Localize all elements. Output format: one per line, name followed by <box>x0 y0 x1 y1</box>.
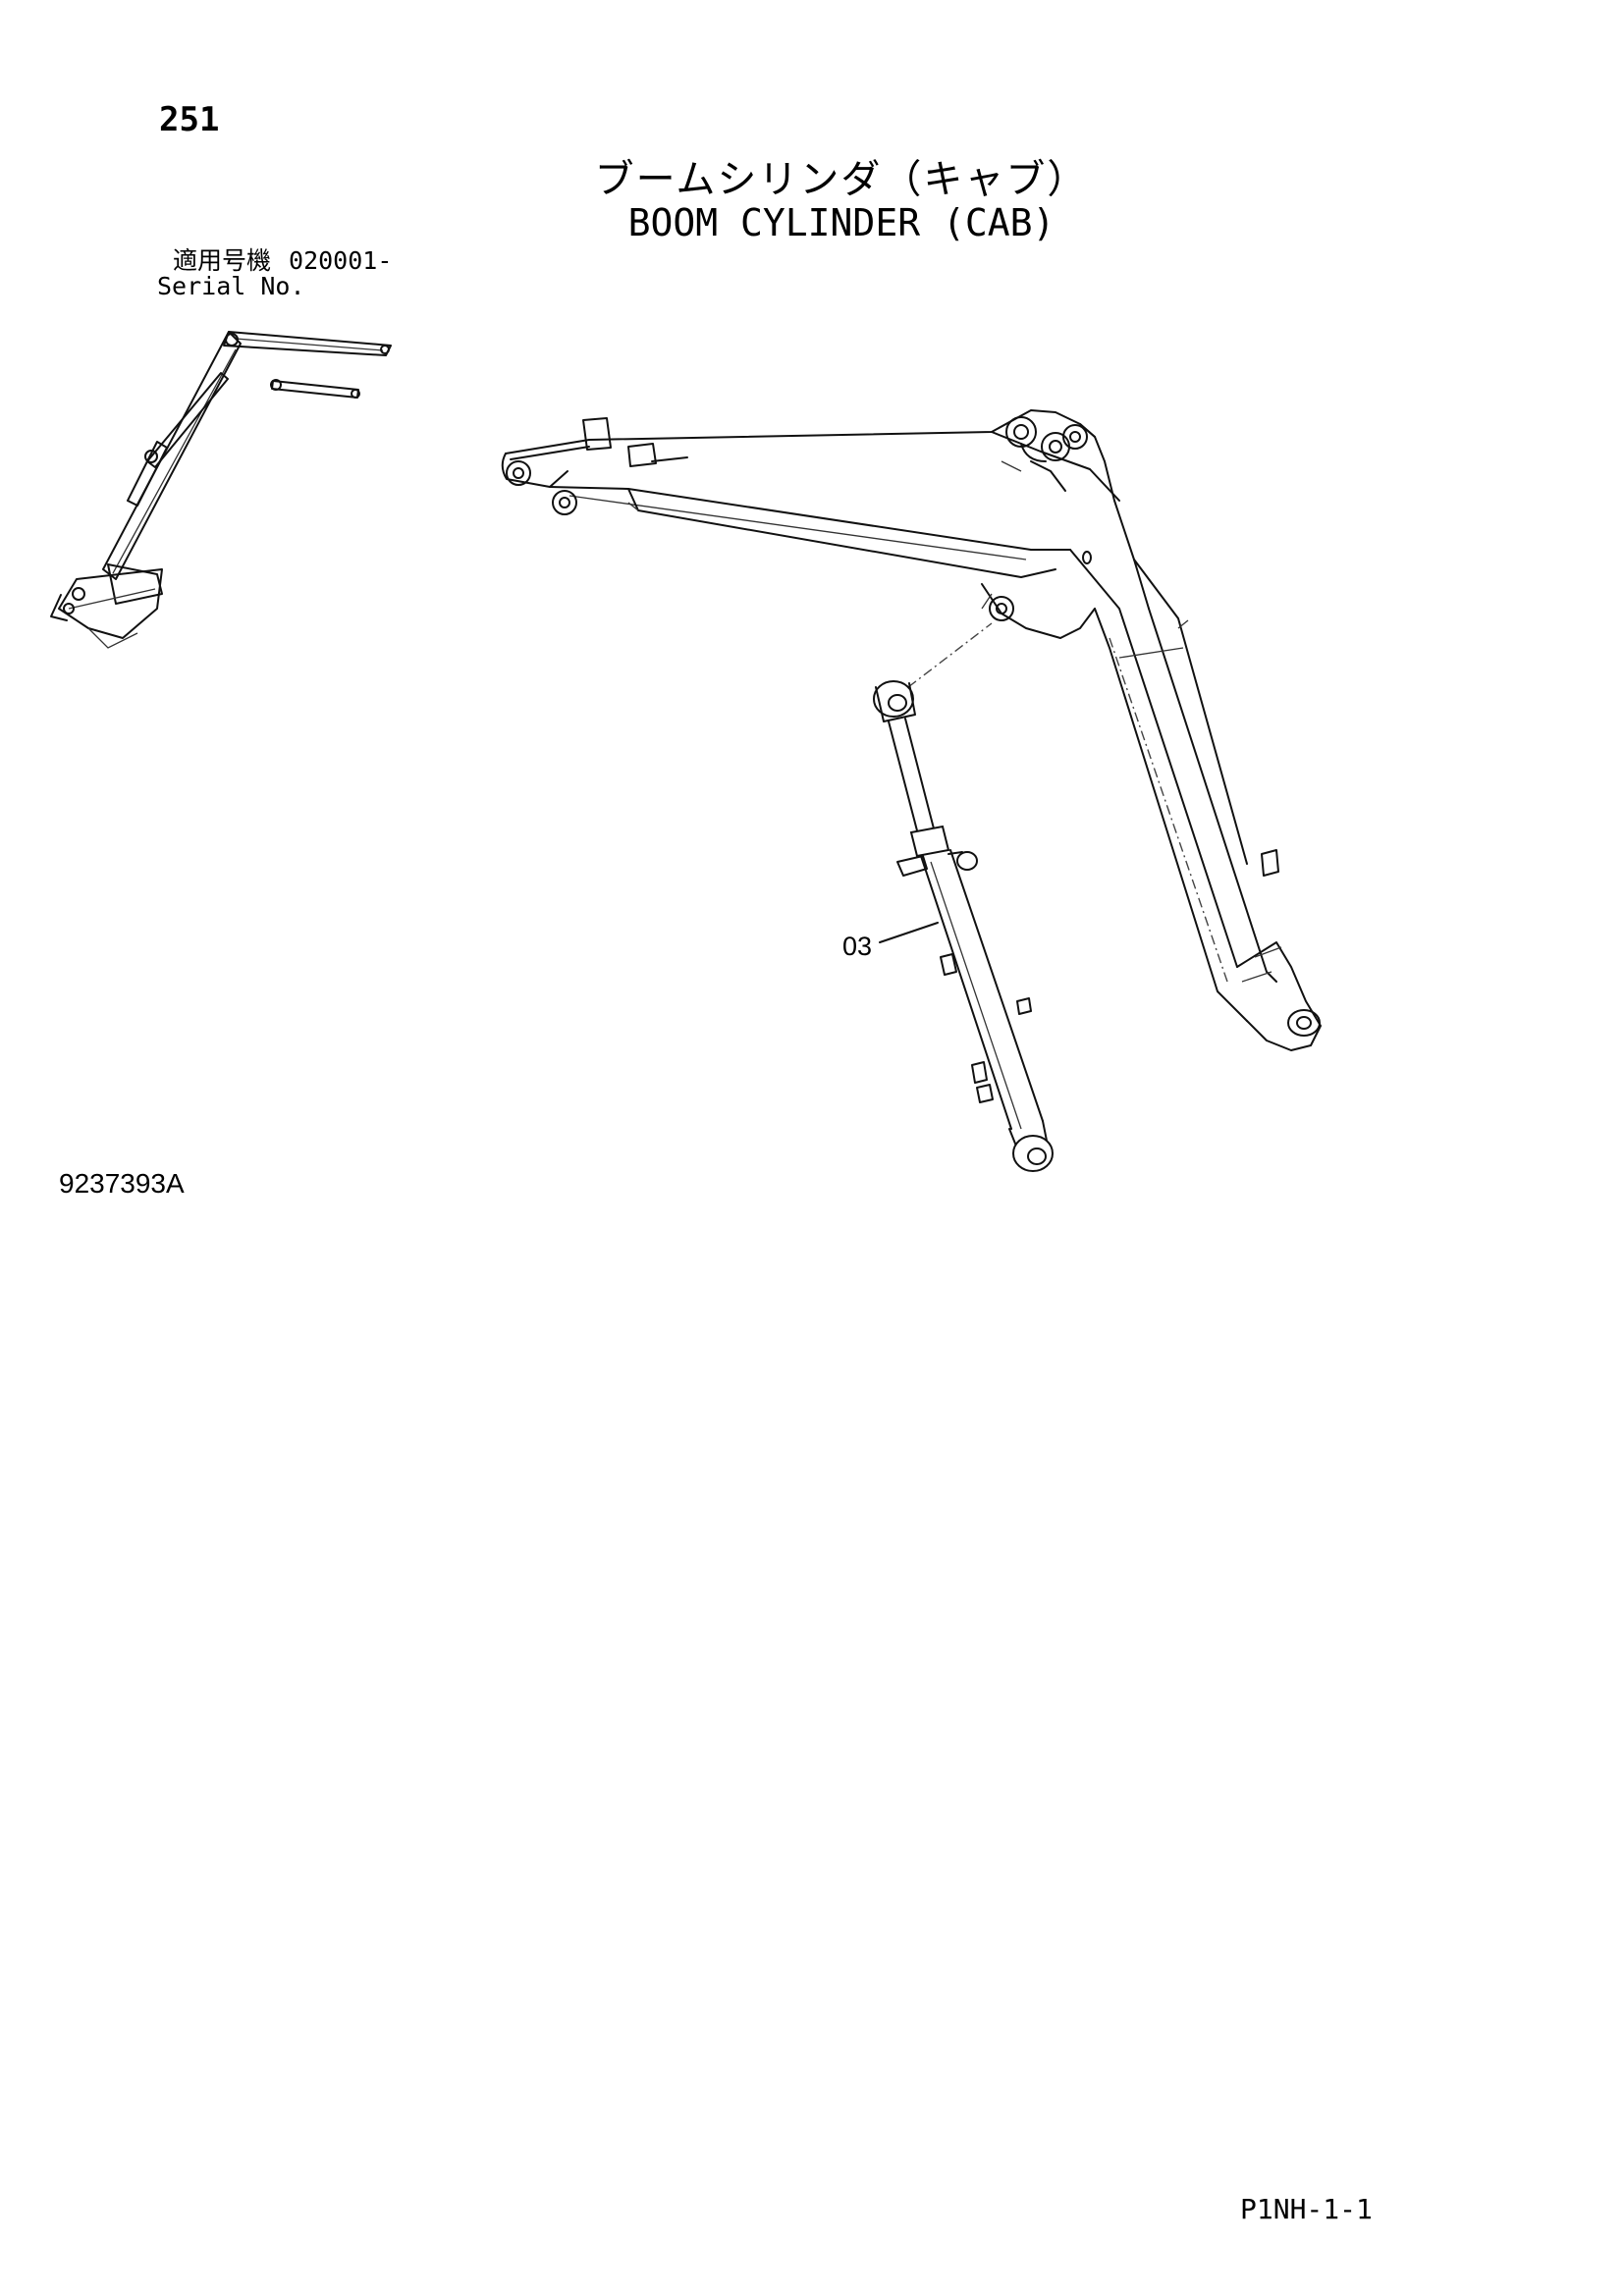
drawing-number: 9237393A <box>59 1168 185 1199</box>
footer-code: P1NH-1-1 <box>1240 2193 1373 2225</box>
serial-label-english: Serial No. <box>157 272 305 300</box>
boom-cylinder <box>873 680 1054 1172</box>
boom-main-drawing <box>501 409 1322 1051</box>
overview-thumbnail <box>50 331 392 649</box>
page-title-english: BOOM CYLINDER (CAB) <box>627 201 1056 244</box>
serial-number-block: 適用号機 020001- Serial No. <box>157 248 392 299</box>
callout-label-03: 03 <box>842 932 872 961</box>
serial-label-japanese: 適用号機 <box>173 246 272 275</box>
page-title-japanese: ブームシリンダ（キャブ） <box>594 157 1089 202</box>
serial-line-japanese: 適用号機 020001- <box>157 248 392 274</box>
serial-value: 020001- <box>289 246 393 275</box>
page-number: 251 <box>159 100 220 139</box>
